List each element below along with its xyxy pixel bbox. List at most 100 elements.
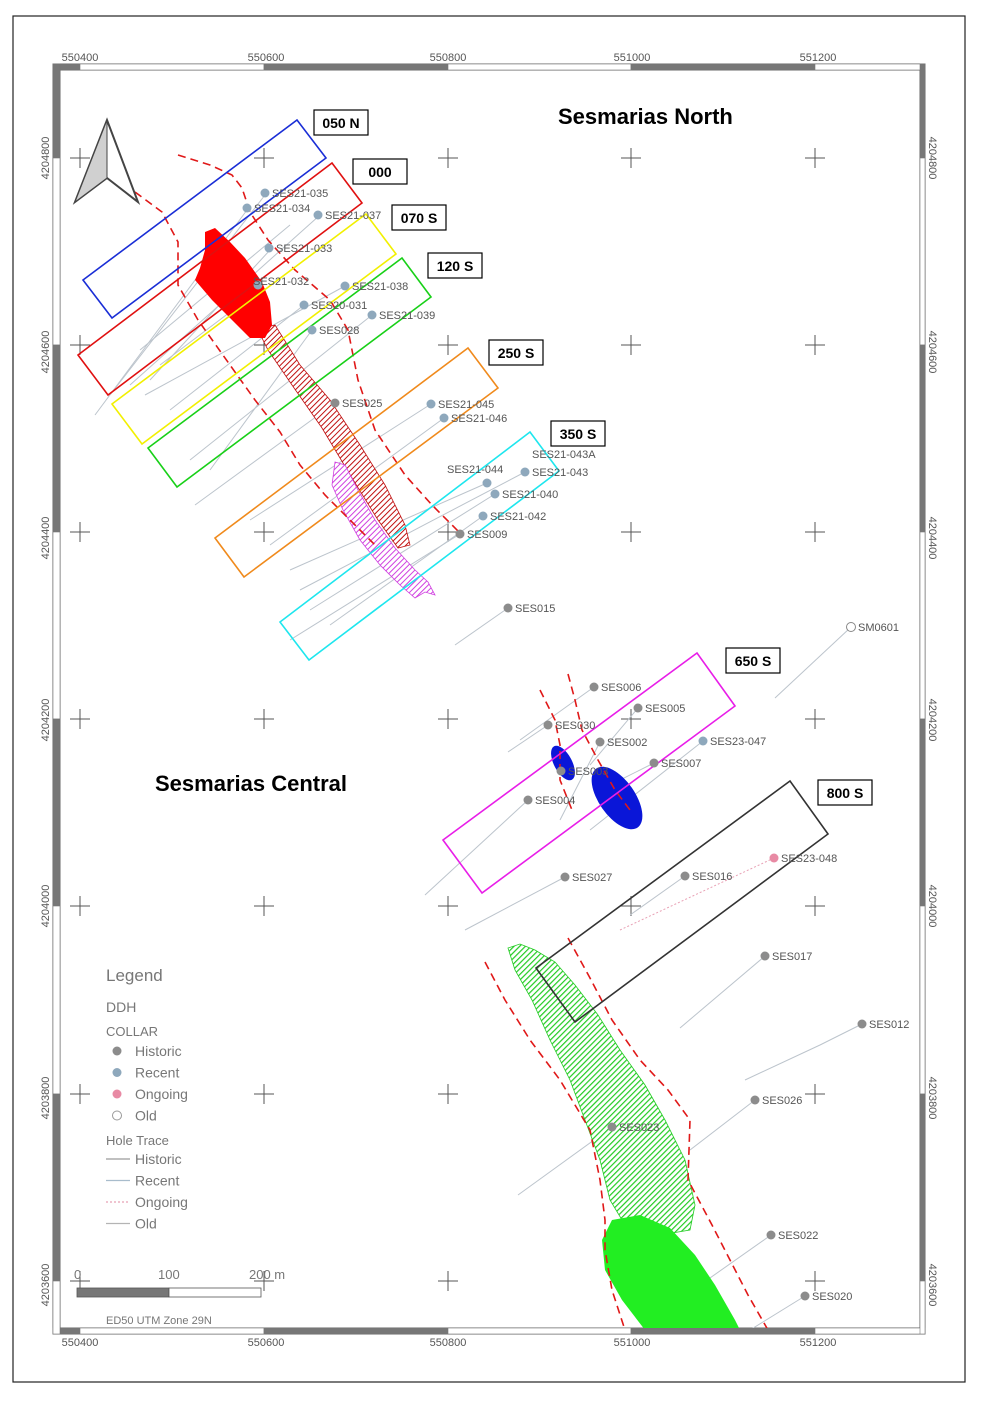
blue-orebody-large [591,766,643,830]
collar-ses017: SES017 [760,951,812,963]
legend-collar-heading: COLLAR [106,1024,158,1039]
collar-ses21-045: SES21-045 [426,399,494,411]
svg-text:650 S: 650 S [735,653,772,669]
frame-scale-bars [52,63,926,1335]
collar-ses028: SES028 [307,325,359,337]
svg-text:050 N: 050 N [322,115,359,131]
legend-trace-old: Old [106,1216,157,1232]
collar-ses012: SES012 [857,1019,909,1031]
y-tick-left: 4204800 [40,137,52,180]
collar-ses21-040: SES21-040 [490,489,558,501]
grid-cross [438,522,458,542]
collar-ses21-043: SES21-043 [520,467,588,479]
y-tick-right: 4204200 [926,699,938,742]
collar-ses21-039: SES21-039 [367,310,435,322]
svg-text:SES012: SES012 [869,1019,909,1031]
grid-cross [70,148,90,168]
section-lines [76,118,830,1024]
svg-text:120 S: 120 S [437,258,474,274]
svg-text:Old: Old [135,1216,157,1232]
section-label-250s: 250 S [488,339,544,366]
grid-cross [254,522,274,542]
scale-bar: 0 100 200 m [74,1267,285,1298]
x-tick-bottom: 551200 [800,1337,837,1349]
grid-cross [805,335,825,355]
svg-text:SES21-037: SES21-037 [325,210,381,222]
svg-text:Historic: Historic [135,1151,182,1167]
grid-cross [805,148,825,168]
grid-cross [254,148,274,168]
grid-cross [438,896,458,916]
magenta-hatched-orebody [331,461,436,599]
x-tick-top: 551000 [614,52,651,64]
svg-text:000: 000 [368,164,392,180]
svg-text:SES030: SES030 [555,720,595,732]
svg-text:0: 0 [74,1267,81,1282]
collar-ses026: SES026 [750,1095,802,1107]
grid-cross [805,1271,825,1291]
page-border [12,15,966,1383]
collar-ses21-042: SES21-042 [478,511,546,523]
grid-cross [254,1271,274,1291]
svg-text:SES21-042: SES21-042 [490,511,546,523]
svg-text:SES004: SES004 [535,795,575,807]
svg-text:SES20-031: SES20-031 [311,300,367,312]
svg-text:SES21-043: SES21-043 [532,467,588,479]
svg-text:Ongoing: Ongoing [135,1194,188,1210]
collar-ses006: SES006 [589,682,641,694]
y-tick-left: 4203600 [40,1264,52,1307]
collar-ses23-047: SES23-047 [698,736,766,748]
svg-text:Recent: Recent [135,1173,179,1189]
collar-sm0601: SM0601 [846,622,899,634]
section-line-070s [110,212,398,446]
section-line-650s [441,651,737,895]
x-tick-bottom: 551000 [614,1337,651,1349]
section-label-800s: 800 S [817,779,873,806]
svg-text:SES21-046: SES21-046 [451,413,507,425]
grid-cross [438,1084,458,1104]
collar-ses21-046: SES21-046 [439,413,507,425]
area-label-central: Sesmarias Central [155,771,347,796]
section-line-800s [534,779,830,1024]
y-tick-left: 4204000 [40,885,52,928]
x-tick-top: 551200 [800,52,837,64]
collar-ses21-035: SES21-035 [260,188,328,200]
x-tick-top: 550600 [248,52,285,64]
x-tick-top: 550400 [62,52,99,64]
collar-ses21-034: SES21-034 [242,203,310,215]
legend-collar-old: Old [112,1108,157,1124]
section-label-120s: 120 S [427,252,483,279]
grid-cross [621,896,641,916]
y-tick-left: 4203800 [40,1077,52,1120]
collar-ses009: SES009 [455,529,507,541]
collar-ses020: SES020 [800,1291,852,1303]
y-tick-right: 4203800 [926,1077,938,1120]
svg-text:SES21-039: SES21-039 [379,310,435,322]
legend-title: Legend [106,966,163,985]
grid-cross [254,709,274,729]
grid-cross [621,522,641,542]
green-orebody [602,1215,739,1328]
collar-ses21-044: SES21-044 [447,464,503,488]
collar-ses005: SES005 [633,703,685,715]
y-tick-right: 4204400 [926,517,938,560]
collar-ses030: SES030 [543,720,595,732]
x-tick-bottom: 550800 [430,1337,467,1349]
svg-text:SES005: SES005 [645,703,685,715]
svg-text:SES21-032: SES21-032 [253,276,309,288]
svg-text:Old: Old [135,1108,157,1124]
svg-text:SES016: SES016 [692,871,732,883]
legend-trace-recent: Recent [106,1173,179,1189]
ore-bodies [195,228,739,1328]
section-line-000 [76,161,364,397]
collar-ses007: SES007 [649,758,701,770]
svg-text:SES006: SES006 [601,682,641,694]
north-arrow-icon [72,117,141,205]
grid-cross [621,335,641,355]
collar-ses002: SES002 [595,737,647,749]
svg-text:Ongoing: Ongoing [135,1086,188,1102]
legend-trace-heading: Hole Trace [106,1133,169,1148]
grid-cross [805,522,825,542]
grid-cross [805,896,825,916]
grid-cross [621,148,641,168]
